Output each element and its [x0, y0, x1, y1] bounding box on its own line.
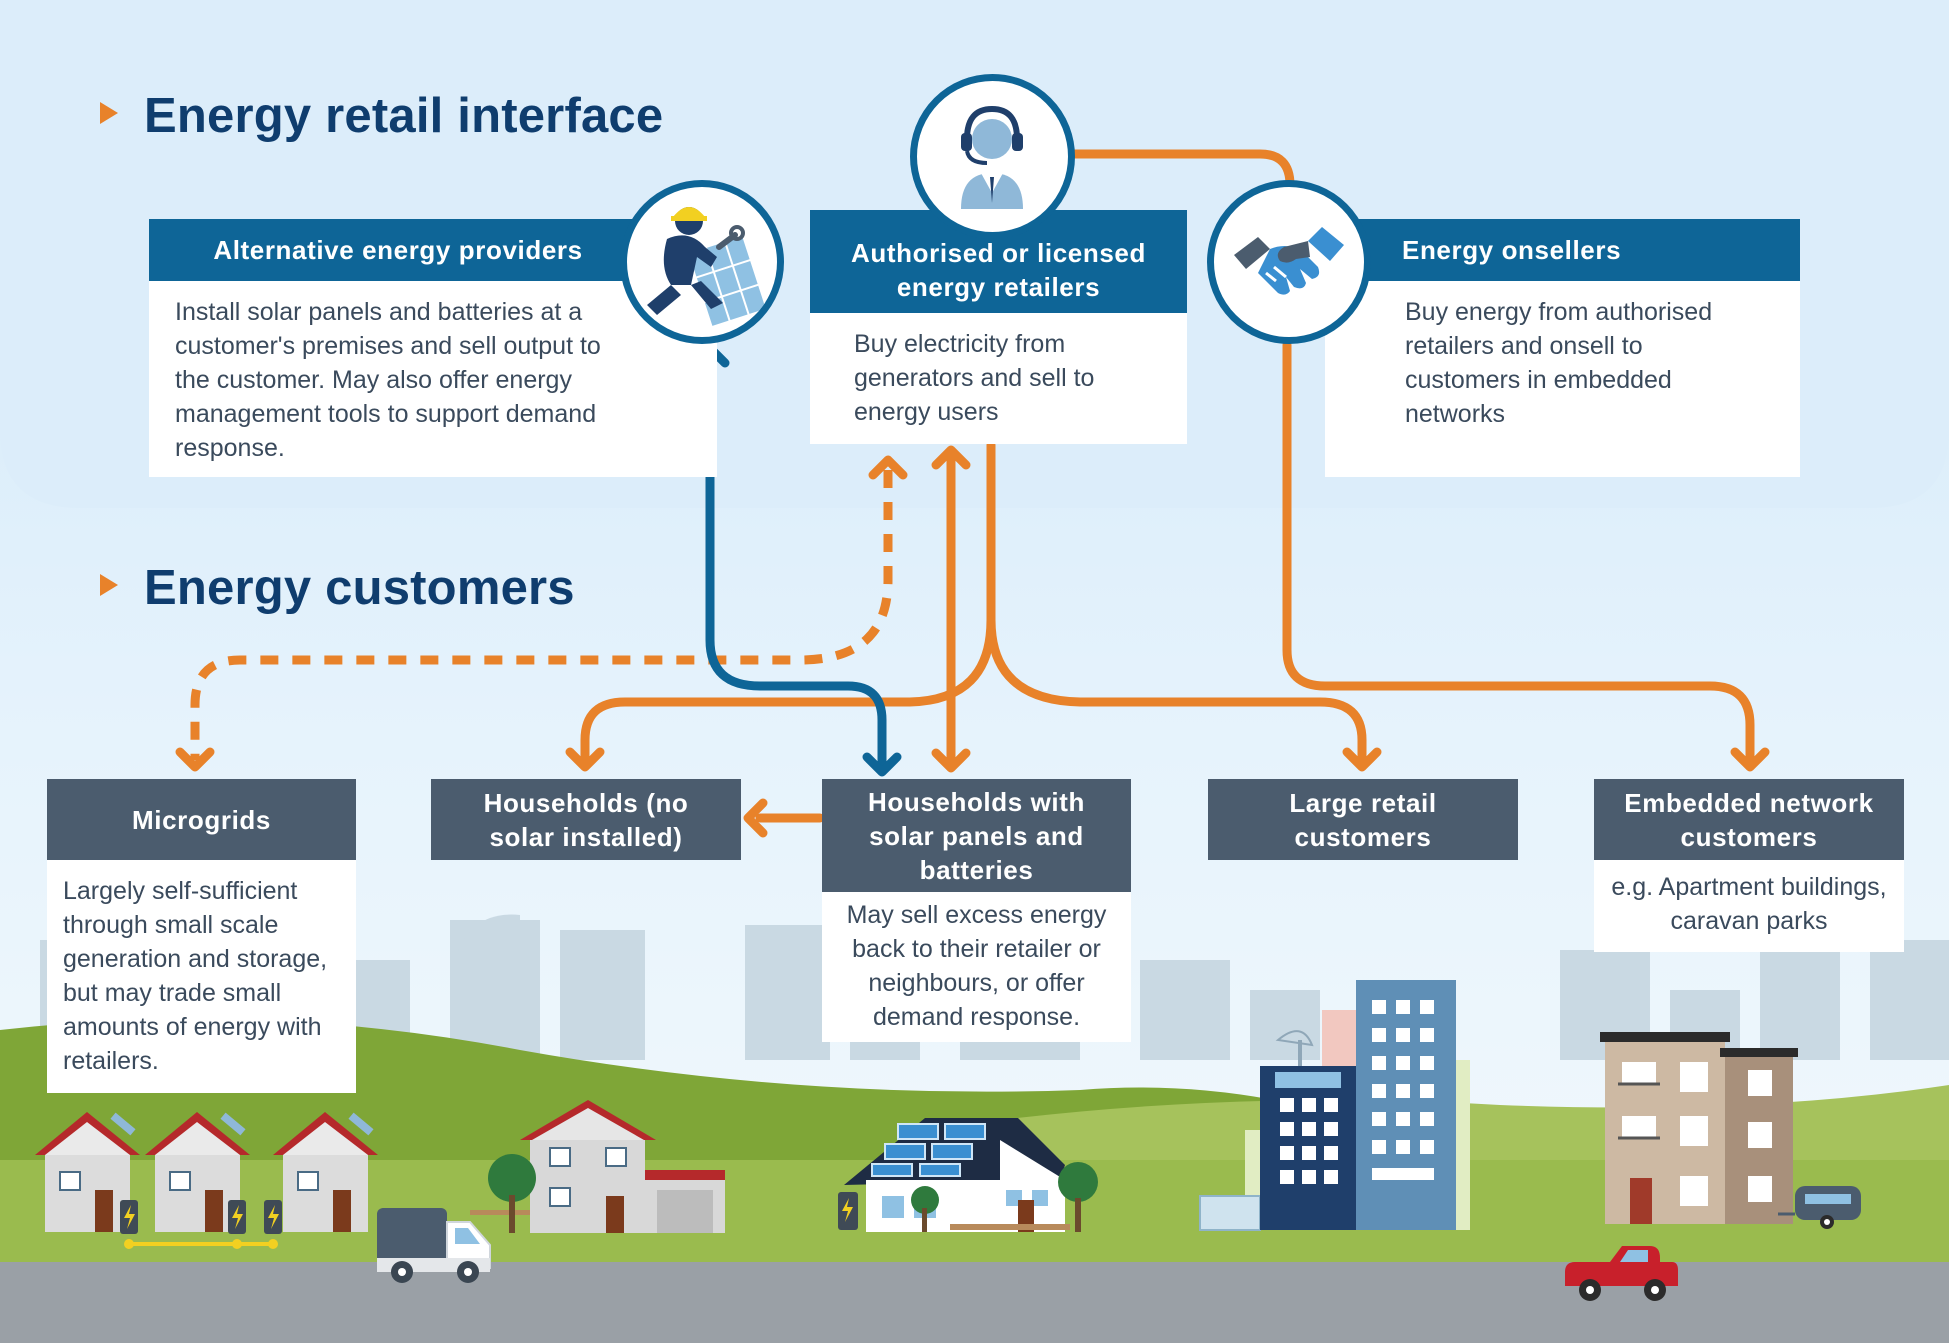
arrow-to-embedded: [1282, 340, 1755, 765]
card-title: Authorised or licensed energy retailers: [810, 210, 1187, 313]
orange-triangle-bullet-icon: [100, 574, 118, 596]
card-title: Households (no solar installed): [431, 779, 741, 860]
card-title: Large retail customers: [1208, 779, 1518, 860]
card-authorised-retailers: Authorised or licensed energy retailers …: [810, 210, 1187, 444]
microgrid-houses: [35, 1112, 378, 1249]
card-title: Energy onsellers: [1325, 219, 1800, 281]
card-households-no-solar: Households (no solar installed): [431, 779, 741, 860]
solar-installer-icon: [620, 180, 784, 344]
card-description: May sell excess energy back to their ret…: [822, 892, 1131, 1042]
card-description: Buy electricity from generators and sell…: [810, 313, 1187, 444]
red-car: [1565, 1246, 1678, 1301]
house-no-solar: [470, 1100, 725, 1233]
card-embedded-network-customers: Embedded network customers e.g. Apartmen…: [1594, 779, 1904, 952]
section-title-customers-text: Energy customers: [144, 561, 575, 615]
card-description: e.g. Apartment buildings, caravan parks: [1594, 860, 1904, 952]
orange-arrowheads: [175, 445, 1770, 838]
office-buildings: [1199, 980, 1470, 1231]
card-title: Microgrids: [47, 779, 356, 860]
card-households-with-solar: Households with solar panels and batteri…: [822, 779, 1131, 1042]
card-description: Buy energy from authorised retailers and…: [1325, 281, 1800, 477]
section-title-retail: Energy retail interface: [100, 88, 663, 144]
card-title: Households with solar panels and batteri…: [822, 779, 1131, 892]
arrow-to-households: [580, 615, 996, 765]
blue-connector: [705, 345, 887, 770]
delivery-truck: [377, 1208, 491, 1283]
card-energy-onsellers: Energy onsellers Buy energy from authori…: [1325, 219, 1800, 477]
arrow-to-large-retail: [986, 615, 1367, 765]
house-with-solar: [838, 1118, 1098, 1232]
orange-connectors: [580, 149, 1755, 823]
section-title-retail-text: Energy retail interface: [144, 89, 664, 143]
card-large-retail-customers: Large retail customers: [1208, 779, 1518, 860]
card-description: Largely self-sufficient through small sc…: [47, 860, 356, 1093]
card-description: Install solar panels and batteries at a …: [149, 281, 717, 477]
card-title: Embedded network customers: [1594, 779, 1904, 860]
apartment-buildings: [1600, 1032, 1861, 1229]
orange-triangle-bullet-icon: [100, 102, 118, 124]
headset-agent-icon: [910, 74, 1075, 239]
card-microgrids: Microgrids Largely self-sufficient throu…: [47, 779, 356, 1093]
handshake-icon: [1207, 180, 1371, 344]
section-title-customers: Energy customers: [100, 560, 575, 616]
dashed-microgrid-connector: [190, 470, 893, 760]
